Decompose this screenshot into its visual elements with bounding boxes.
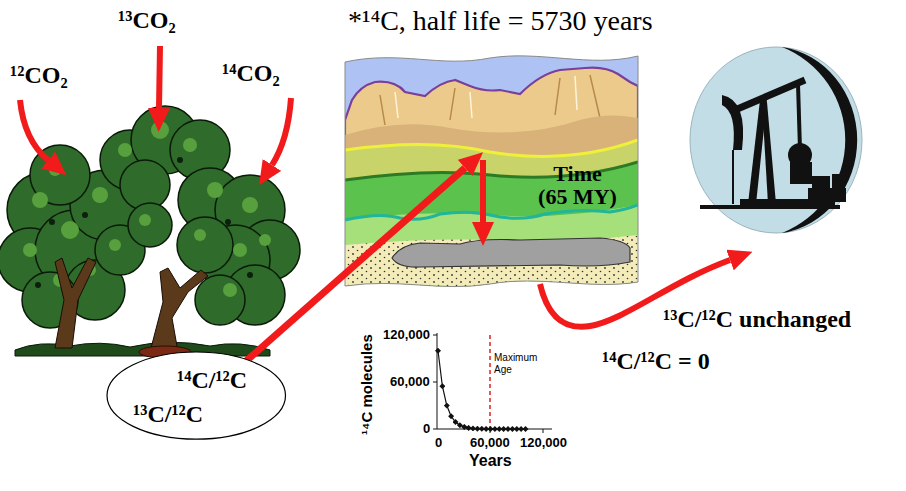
tree-illustration-part-part <box>242 197 258 213</box>
flow-arrow-part <box>159 46 160 108</box>
ellipse-outline <box>107 352 286 439</box>
tree-illustration-part-part <box>139 214 151 226</box>
tree-illustration-part-part <box>207 182 223 198</box>
tree-illustration-part-part <box>194 229 206 241</box>
strata-landscape <box>340 40 645 290</box>
strata-landscape-part-part-part <box>470 92 472 118</box>
axis-title: ¹⁴C molecules <box>358 334 375 435</box>
tree-illustration-part-part <box>183 138 197 152</box>
tree-illustration-part-part <box>61 221 79 239</box>
flow-arrow-part <box>245 168 465 362</box>
time-label: Time (65 MY) <box>538 162 617 208</box>
decay-chart-part <box>433 335 437 336</box>
oil-pump-icon-part <box>790 162 812 184</box>
oil-pump-icon-part <box>762 102 776 204</box>
tree-illustration-part-part <box>23 243 37 257</box>
strata-landscape-part-part <box>345 235 638 290</box>
tree-illustration-part-part <box>223 283 237 297</box>
flow-arrow-part <box>272 98 291 165</box>
tree-illustration-part <box>150 268 208 352</box>
oil-pump-icon-part <box>832 174 842 194</box>
tree-illustration-part-part <box>92 187 108 203</box>
flow-arrow <box>20 46 730 362</box>
strata-landscape-part-part <box>380 75 600 125</box>
tree-illustration-part-part <box>259 234 271 246</box>
strata-landscape-part-part-part <box>555 78 560 115</box>
oil-pump-icon-part <box>722 95 743 150</box>
strata-landscape-part <box>345 56 638 287</box>
strata-landscape-part-part <box>345 162 638 290</box>
tree-illustration-part-part <box>49 219 55 225</box>
oil-pump-icon-part <box>735 80 805 110</box>
ellipse-outline <box>105 350 288 441</box>
tree-illustration-part-part <box>118 143 132 157</box>
tree-illustration-part-part <box>177 217 233 273</box>
flow-arrow-part <box>20 100 48 160</box>
strata-landscape-part-part-part <box>395 92 398 118</box>
tree-illustration-part-part <box>195 275 245 325</box>
axis-tick-label: 60,000 <box>470 436 510 451</box>
strata-landscape-part-part-part <box>380 95 385 125</box>
ratio-text: ¹⁴C/¹²C <box>177 367 247 395</box>
axis-tick-label: 120,000 <box>520 436 567 451</box>
strata-landscape-part-part <box>345 140 638 156</box>
strata-landscape-part-part-part <box>575 76 577 110</box>
gas-formula: ¹⁴CO₂ <box>222 60 280 88</box>
oil-pump-icon-part <box>798 84 800 150</box>
tree-illustration-part-part <box>32 192 48 208</box>
axis-title: Years <box>469 452 512 470</box>
gas-formula: ¹³CO₂ <box>118 7 176 35</box>
tree-illustration <box>0 106 300 358</box>
flow-arrow-part <box>480 160 486 222</box>
strata-landscape-part-part <box>345 140 638 290</box>
ratio-ellipse: ¹⁴C/¹²C ¹³C/¹²C <box>105 350 288 441</box>
ratio-label: ¹³C/¹²C unchanged <box>663 306 851 334</box>
oil-pump-icon-part <box>690 47 862 233</box>
gas-formula: ¹²CO₂ <box>10 62 68 90</box>
oil-pump-icon <box>690 47 862 233</box>
tree-illustration-part-part <box>247 272 253 278</box>
decay-chart-part <box>489 335 491 429</box>
tree-illustration-part-part <box>233 243 247 257</box>
decay-chart <box>433 333 552 433</box>
tree-illustration-part-part <box>177 157 183 163</box>
tree-illustration-part-part <box>128 203 172 247</box>
ratio-text: ¹³C/¹²C <box>133 401 203 429</box>
decay-chart-part <box>433 429 437 430</box>
strata-landscape-part-part-part <box>590 75 600 118</box>
strata-landscape-part-part <box>392 238 630 267</box>
tree-illustration-part-part <box>35 282 41 288</box>
axis-tick-label: 0 <box>423 422 430 437</box>
decay-chart-part <box>543 429 544 433</box>
strata-landscape-part-part <box>395 76 577 118</box>
ratio-label: ¹⁴C/¹²C = 0 <box>602 348 710 376</box>
axis-tick-label: 60,000 <box>390 375 430 390</box>
tree-illustration-part-part <box>49 164 61 176</box>
tree-illustration-part-part <box>82 212 88 218</box>
decay-chart-part <box>438 351 526 429</box>
decay-chart-part <box>437 333 438 429</box>
tree-illustration-part <box>55 258 96 348</box>
strata-landscape-part <box>340 40 645 290</box>
strata-landscape-part-part-part <box>450 88 455 120</box>
diagram-title: *¹⁴C, half life = 5730 years <box>348 5 653 37</box>
decay-chart-part <box>433 382 437 383</box>
axis-tick-label: 120,000 <box>383 328 430 343</box>
tree-illustration-part <box>35 157 253 288</box>
tree-illustration-part-part <box>225 219 231 225</box>
strata-landscape-part-part <box>345 235 638 290</box>
strata-landscape-part-part <box>345 205 638 290</box>
tree-illustration-part-part <box>109 239 121 251</box>
axis-tick-label: 0 <box>435 436 442 451</box>
oil-pump-icon-part <box>732 150 734 204</box>
annotation-label: Maximum Age <box>494 352 523 375</box>
tree-illustration-part-part <box>120 160 170 210</box>
tree-illustration-part-part <box>151 121 169 139</box>
tree-illustration-part <box>0 106 300 328</box>
decay-chart-part <box>490 429 491 433</box>
